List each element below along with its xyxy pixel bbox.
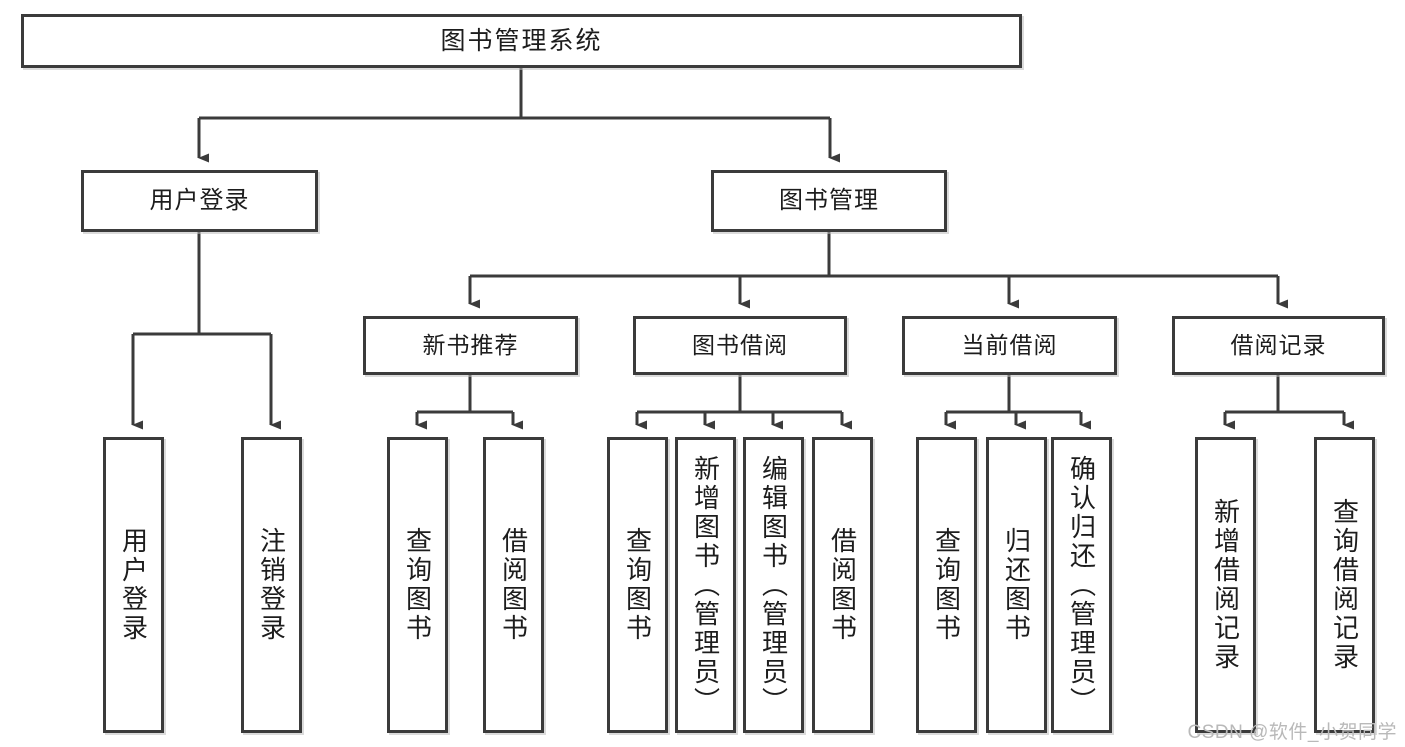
node-new-book-recommend[interactable]: 新书推荐 xyxy=(363,316,578,375)
node-label: 归还图书 xyxy=(1001,527,1032,643)
node-label: 查询图书 xyxy=(622,527,653,643)
node-label: 图书借阅 xyxy=(692,331,788,358)
leaf-add-book-admin[interactable]: 新增图书（管理员） xyxy=(675,437,736,733)
node-label: 查询图书 xyxy=(402,527,433,643)
node-label: 用户登录 xyxy=(118,527,149,643)
node-label: 借阅记录 xyxy=(1230,331,1327,358)
node-book-management[interactable]: 图书管理 xyxy=(711,170,947,232)
node-label: 用户登录 xyxy=(149,186,250,214)
node-label: 查询图书 xyxy=(931,527,962,643)
node-current-borrow[interactable]: 当前借阅 xyxy=(902,316,1117,375)
node-label: 当前借阅 xyxy=(961,331,1058,358)
node-label: 借阅图书 xyxy=(498,527,529,643)
leaf-edit-book-admin[interactable]: 编辑图书（管理员） xyxy=(743,437,804,733)
leaf-query-book-recommend[interactable]: 查询图书 xyxy=(387,437,448,733)
leaf-query-book-borrow[interactable]: 查询图书 xyxy=(607,437,668,733)
node-root-library-system[interactable]: 图书管理系统 xyxy=(21,14,1022,68)
node-label: 图书管理 xyxy=(779,186,879,214)
node-label: 编辑图书（管理员） xyxy=(758,454,789,716)
node-label: 新书推荐 xyxy=(422,331,519,358)
leaf-user-login[interactable]: 用户登录 xyxy=(103,437,164,733)
node-label: 查询借阅记录 xyxy=(1329,498,1360,672)
node-label: 新增图书（管理员） xyxy=(690,454,721,716)
leaf-query-book-current[interactable]: 查询图书 xyxy=(916,437,977,733)
node-label: 新增借阅记录 xyxy=(1210,498,1241,672)
node-label: 借阅图书 xyxy=(827,527,858,643)
leaf-borrow-book-recommend[interactable]: 借阅图书 xyxy=(483,437,544,733)
leaf-user-logout[interactable]: 注销登录 xyxy=(241,437,302,733)
node-label: 图书管理系统 xyxy=(440,27,603,55)
leaf-borrow-book[interactable]: 借阅图书 xyxy=(812,437,873,733)
node-user-login[interactable]: 用户登录 xyxy=(81,170,318,232)
leaf-confirm-return-admin[interactable]: 确认归还（管理员） xyxy=(1051,437,1112,733)
leaf-query-borrow-record[interactable]: 查询借阅记录 xyxy=(1314,437,1375,733)
leaf-add-borrow-record[interactable]: 新增借阅记录 xyxy=(1195,437,1256,733)
node-borrow-record[interactable]: 借阅记录 xyxy=(1172,316,1385,375)
node-label: 注销登录 xyxy=(256,527,287,643)
leaf-return-book[interactable]: 归还图书 xyxy=(986,437,1047,733)
node-label: 确认归还（管理员） xyxy=(1066,454,1097,716)
node-book-borrow[interactable]: 图书借阅 xyxy=(633,316,847,375)
